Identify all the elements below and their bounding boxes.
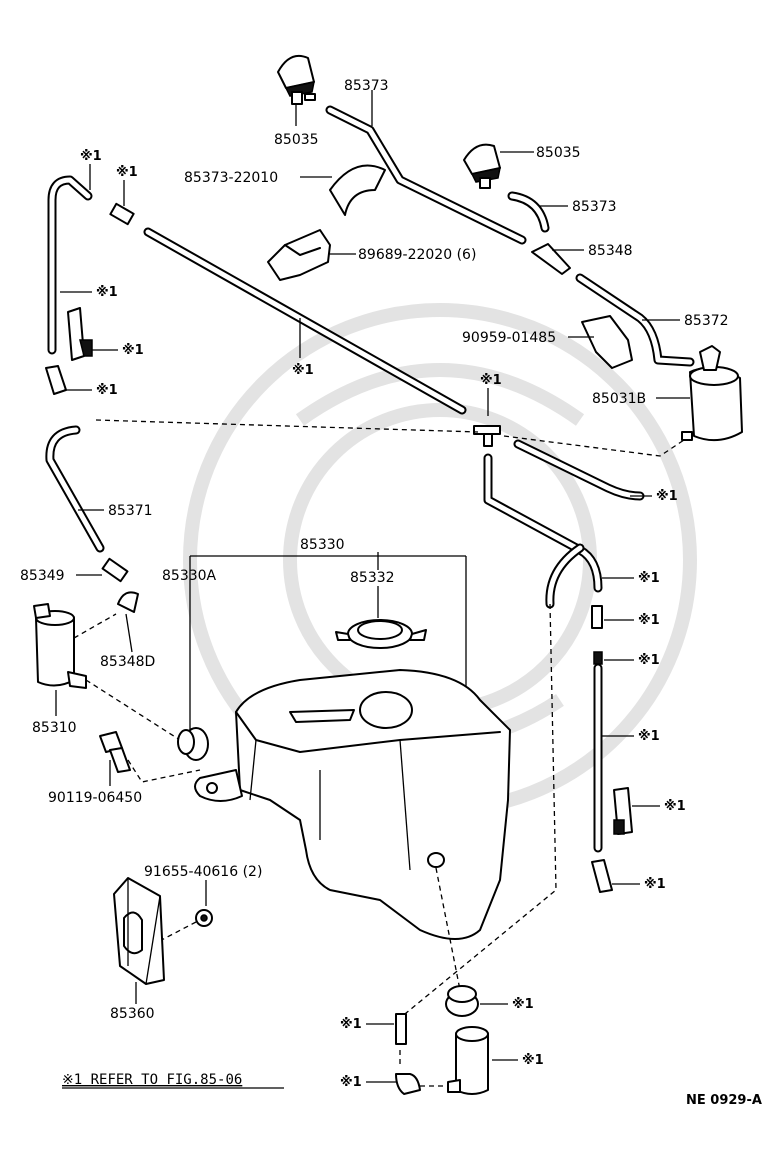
ref-mark-1k: ※1: [638, 653, 660, 668]
ref-mark-1a: ※1: [80, 149, 102, 164]
joint-85349[interactable]: [101, 557, 129, 583]
label-85373-22010: 85373-22010: [184, 170, 278, 186]
ref-mark-1c: ※1: [96, 285, 118, 300]
ref-mark-1f: ※1: [292, 363, 314, 378]
label-90959-01485: 90959-01485: [462, 330, 556, 346]
grommet-bottom[interactable]: [445, 985, 479, 1017]
ref-mark-1e: ※1: [96, 383, 118, 398]
label-85348d: 85348D: [100, 654, 155, 670]
fitting-right[interactable]: [593, 651, 603, 665]
elbow-bottom[interactable]: [395, 1073, 421, 1095]
label-85373-right: 85373: [572, 199, 617, 215]
clamp-85373-22010[interactable]: [329, 164, 386, 216]
label-89689-22020: 89689-22020 (6): [358, 247, 476, 263]
label-90119-06450: 90119-06450: [48, 790, 142, 806]
clip-right[interactable]: [613, 787, 633, 835]
clip-89689-22020[interactable]: [267, 229, 331, 281]
ref-mark-1n: ※1: [644, 877, 666, 892]
bracket-85360[interactable]: [113, 877, 165, 985]
ref-mark-1o: ※1: [512, 997, 534, 1012]
connector-bottom[interactable]: [395, 1013, 407, 1045]
hose-ref-left-vertical[interactable]: [47, 175, 93, 355]
label-85348: 85348: [588, 243, 633, 259]
washer-motor-85310[interactable]: [33, 603, 87, 689]
footnote: ※1 REFER TO FIG.85-06: [62, 1072, 242, 1088]
joint-85348[interactable]: [531, 243, 571, 275]
label-85310: 85310: [32, 720, 77, 736]
nozzle-tip-left[interactable]: [45, 365, 67, 395]
nozzle-tip-right[interactable]: [591, 859, 613, 893]
figure-code: NE 0929-A: [686, 1093, 762, 1108]
washer-tank-85330[interactable]: [194, 669, 511, 940]
ref-mark-1i: ※1: [638, 571, 660, 586]
ref-mark-1b: ※1: [116, 165, 138, 180]
pipe-ref-long[interactable]: [143, 227, 467, 415]
ref-mark-1h: ※1: [656, 489, 678, 504]
tank-cap-85332[interactable]: [335, 619, 427, 649]
label-85372: 85372: [684, 313, 729, 329]
hose-ref-right-c[interactable]: [545, 543, 585, 609]
label-85330a: 85330A: [162, 568, 217, 584]
label-85332: 85332: [350, 570, 395, 586]
label-85031b: 85031B: [592, 391, 646, 407]
elbow-85348d[interactable]: [117, 591, 139, 613]
label-85373-top: 85373: [344, 78, 389, 94]
washer-nozzle-right[interactable]: [463, 143, 501, 189]
hose-85371[interactable]: [45, 425, 105, 553]
grommet-85330a[interactable]: [177, 727, 209, 761]
connector-left[interactable]: [109, 202, 135, 226]
connector-right-a[interactable]: [591, 605, 603, 629]
label-85360: 85360: [110, 1006, 155, 1022]
label-85035-left: 85035: [274, 132, 319, 148]
ref-mark-1l: ※1: [638, 729, 660, 744]
screw-91655-40616[interactable]: [195, 909, 213, 927]
clip-left[interactable]: [67, 307, 93, 361]
washer-nozzle-left[interactable]: [277, 54, 316, 105]
ref-mark-1q: ※1: [340, 1017, 362, 1032]
ref-mark-1m: ※1: [664, 799, 686, 814]
washer-motor-bottom[interactable]: [447, 1026, 489, 1095]
label-85371: 85371: [108, 503, 153, 519]
label-91655-40616: 91655-40616 (2): [144, 864, 262, 880]
washer-pump-85031b[interactable]: [681, 345, 743, 442]
ref-mark-1j: ※1: [638, 613, 660, 628]
label-85349: 85349: [20, 568, 65, 584]
hose-85373-right[interactable]: [507, 191, 550, 233]
ref-mark-1r: ※1: [340, 1075, 362, 1090]
bracket-90959-01485[interactable]: [581, 315, 633, 369]
hose-85373-top[interactable]: [325, 105, 527, 245]
hose-85372[interactable]: [575, 273, 695, 367]
ref-mark-1d: ※1: [122, 343, 144, 358]
bolt-90119-06450[interactable]: [99, 731, 131, 773]
ref-mark-1p: ※1: [522, 1053, 544, 1068]
ref-mark-1g: ※1: [480, 373, 502, 388]
label-85330: 85330: [300, 537, 345, 553]
label-85035-right: 85035: [536, 145, 581, 161]
tee-joint[interactable]: [473, 425, 501, 447]
